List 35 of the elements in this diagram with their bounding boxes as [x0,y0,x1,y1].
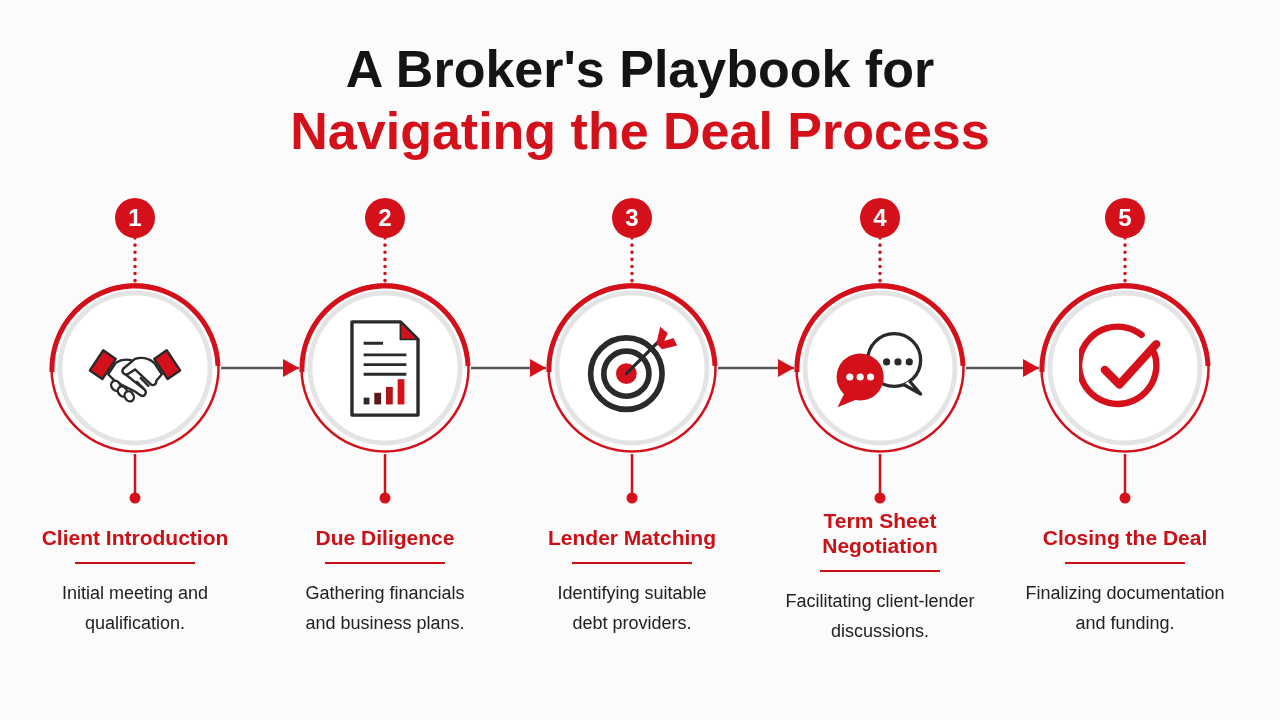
number-circle: 4 [860,198,900,238]
dot-ended-line [1119,454,1131,504]
title: A Broker's Playbook for Navigating the Deal Process [289,39,991,162]
number-circle: 5 [1105,198,1145,238]
dotted-line [383,236,387,284]
dot-ended-line [874,454,886,504]
step-circle [299,282,471,454]
step-description: Facilitating client-lender discussions. [784,590,976,643]
arrow [966,359,1039,377]
dot-ended-line [626,454,638,504]
step-description: Finalizing documentation and funding. [1024,582,1226,635]
step-circle [49,282,221,454]
dot-ended-line [129,454,141,504]
arrow [718,359,794,377]
step-circle [1039,282,1211,454]
arrow [471,359,546,377]
number-circle: 3 [612,198,652,238]
step-heading: Due Diligence [315,525,455,550]
step-description: Initial meeting and qualification. [61,582,209,635]
step-heading: Client Introduction [41,525,229,550]
step-description: Gathering financials and business plans. [304,582,466,635]
dotted-line [1123,236,1127,284]
dotted-line [133,236,137,284]
dot-ended-line [379,454,391,504]
step-heading: Closing the Deal [1042,525,1208,550]
number-circle: 2 [365,198,405,238]
step-description: Identifying suitable debt providers. [556,582,708,635]
step-circle [546,282,718,454]
dotted-line [630,236,634,284]
step-heading: Term Sheet Negotiation [821,508,939,558]
step-circle [794,282,966,454]
dotted-line [878,236,882,284]
step-heading: Lender Matching [547,525,717,550]
arrow [221,359,299,377]
number-circle: 1 [115,198,155,238]
